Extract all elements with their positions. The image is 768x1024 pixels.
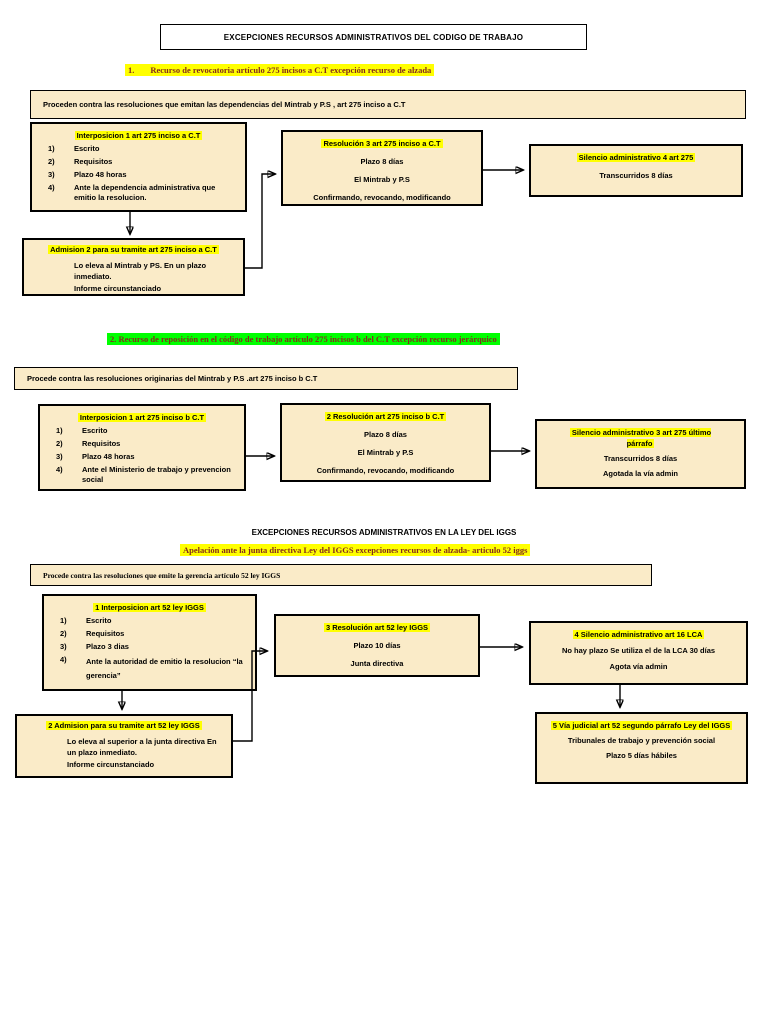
box-title: 5 Vía judicial art 52 segundo párrafo Le…	[550, 721, 733, 730]
section1-heading: 1. Recurso de revocatoria artículo 275 in…	[125, 64, 435, 76]
section1-intro-text: Proceden contra las resoluciones que emi…	[43, 100, 406, 109]
list-item: 1)Escrito	[60, 616, 112, 625]
box-line: Informe circunstanciado	[74, 284, 162, 293]
box-line: Tribunales de trabajo y prevención socia…	[567, 736, 716, 745]
box-silencio-3-ct-b: Silencio administrativo 3 art 275 último…	[535, 419, 746, 489]
list-item: 4)Ante el Ministerio de trabajo y preven…	[56, 465, 231, 484]
box-title: 4 Silencio administrativo art 16 LCA	[572, 630, 705, 639]
box-title: Admision 2 para su tramite art 275 incis…	[48, 245, 219, 254]
box-title: 2 Resolución art 275 inciso b C.T	[324, 412, 447, 421]
box-resolucion-3-ct: Resolución 3 art 275 inciso a C.T Plazo …	[281, 130, 483, 206]
list-item: 3)Plazo 3 dias	[60, 642, 129, 651]
section2-intro-box: Procede contra las resoluciones originar…	[14, 367, 518, 390]
box-line: Agotada la vía admin	[602, 469, 679, 478]
arrow-admision1-to-resolucion1	[245, 174, 274, 269]
list-item: 2)Requisitos	[60, 629, 125, 638]
section1-heading-text: Recurso de revocatoria artículo 275 inci…	[150, 65, 432, 75]
box-title: 3 Resolución art 52 ley IGGS	[323, 623, 431, 632]
section2-heading: 2. Recurso de reposición en el código de…	[107, 333, 500, 345]
box-line: Plazo 8 días	[364, 430, 407, 439]
box-line: Plazo 10 días	[353, 641, 401, 650]
box-via-judicial-5-iggs: 5 Vía judicial art 52 segundo párrafo Le…	[535, 712, 748, 784]
box-title: Silencio administrativo 3 art 275 último…	[569, 428, 712, 448]
box-admision-2-iggs: 2 Admision para su tramite art 52 ley IG…	[15, 714, 233, 778]
box-title: Interposicion 1 art 275 inciso b C.T	[77, 413, 207, 422]
section3-heading-plain: EXCEPCIONES RECURSOS ADMINISTRATIVOS EN …	[251, 528, 517, 537]
box-title: 1 Interposicion art 52 ley IGGS	[93, 603, 206, 612]
box-line: No hay plazo Se utiliza el de la LCA 30 …	[561, 646, 716, 655]
section2-heading-highlight: 2. Recurso de reposición en el código de…	[107, 333, 500, 345]
section1-heading-highlight: 1. Recurso de revocatoria artículo 275 in…	[125, 64, 435, 76]
box-line: Agota vía admin	[609, 662, 668, 671]
box-line: Lo eleva al superior a la junta directiv…	[67, 737, 217, 757]
box-title: 2 Admision para su tramite art 52 ley IG…	[46, 721, 202, 730]
box-title: Silencio administrativo 4 art 275	[576, 153, 696, 162]
list-item: 2)Requisitos	[56, 439, 121, 448]
box-line: Lo eleva al Mintrab y PS. En un plazo in…	[74, 261, 207, 281]
page-title: EXCEPCIONES RECURSOS ADMINISTRATIVOS DEL…	[160, 24, 587, 50]
box-title: Interposicion 1 art 275 inciso a C.T	[74, 131, 203, 140]
box-admision-2-ct: Admision 2 para su tramite art 275 incis…	[22, 238, 245, 296]
list-item: 1)Escrito	[56, 426, 108, 435]
section1-intro-box: Proceden contra las resoluciones que emi…	[30, 90, 746, 119]
box-interposicion-1-iggs: 1 Interposicion art 52 ley IGGS 1)Escrit…	[42, 594, 257, 691]
box-line: Junta directiva	[350, 659, 404, 668]
box-silencio-4-ct: Silencio administrativo 4 art 275 Transc…	[529, 144, 743, 197]
list-item: 2)Requisitos	[48, 157, 113, 166]
box-line: Transcurridos 8 días	[603, 454, 678, 463]
section3-intro-box: Procede contra las resoluciones que emit…	[30, 564, 652, 586]
box-line: El Mintrab y P.S	[354, 175, 410, 184]
box-interposicion-1-ct: Interposicion 1 art 275 inciso a C.T 1)E…	[30, 122, 247, 212]
section3-heading-highlight: Apelación ante la junta directiva Ley de…	[180, 544, 531, 556]
box-interposicion-1-ct-b: Interposicion 1 art 275 inciso b C.T 1)E…	[38, 404, 246, 491]
box-resolucion-3-iggs: 3 Resolución art 52 ley IGGS Plazo 10 dí…	[274, 614, 480, 677]
list-item: 1)Escrito	[48, 144, 100, 153]
page-title-text: EXCEPCIONES RECURSOS ADMINISTRATIVOS DEL…	[223, 32, 524, 42]
section2-intro-text: Procede contra las resoluciones originar…	[27, 374, 318, 383]
box-line: Informe circunstanciado	[67, 760, 155, 769]
section3-heading: Apelación ante la junta directiva Ley de…	[180, 544, 531, 556]
box-line: El Mintrab y P.S	[357, 448, 414, 457]
list-item: 3)Plazo 48 horas	[48, 170, 127, 179]
box-line: Confirmando, revocando, modificando	[313, 193, 451, 202]
box-line: Confirmando, revocando, modificando	[316, 466, 455, 475]
box-resolucion-2-ct-b: 2 Resolución art 275 inciso b C.T Plazo …	[280, 403, 491, 482]
list-item: 4)Ante la autoridad de emitio la resoluc…	[60, 655, 243, 680]
box-title: Resolución 3 art 275 inciso a C.T	[321, 139, 443, 148]
list-item: 3)Plazo 48 horas	[56, 452, 135, 461]
section1-heading-number: 1.	[128, 65, 135, 75]
box-line: Transcurridos 8 días	[599, 171, 673, 180]
box-silencio-4-lca: 4 Silencio administrativo art 16 LCA No …	[529, 621, 748, 685]
list-item: 4)Ante la dependencia administrativa que…	[48, 183, 216, 202]
section3-intro-text: Procede contra las resoluciones que emit…	[43, 570, 281, 580]
box-line: Plazo 5 días hábiles	[606, 751, 677, 760]
box-line: Plazo 8 días	[360, 157, 404, 166]
